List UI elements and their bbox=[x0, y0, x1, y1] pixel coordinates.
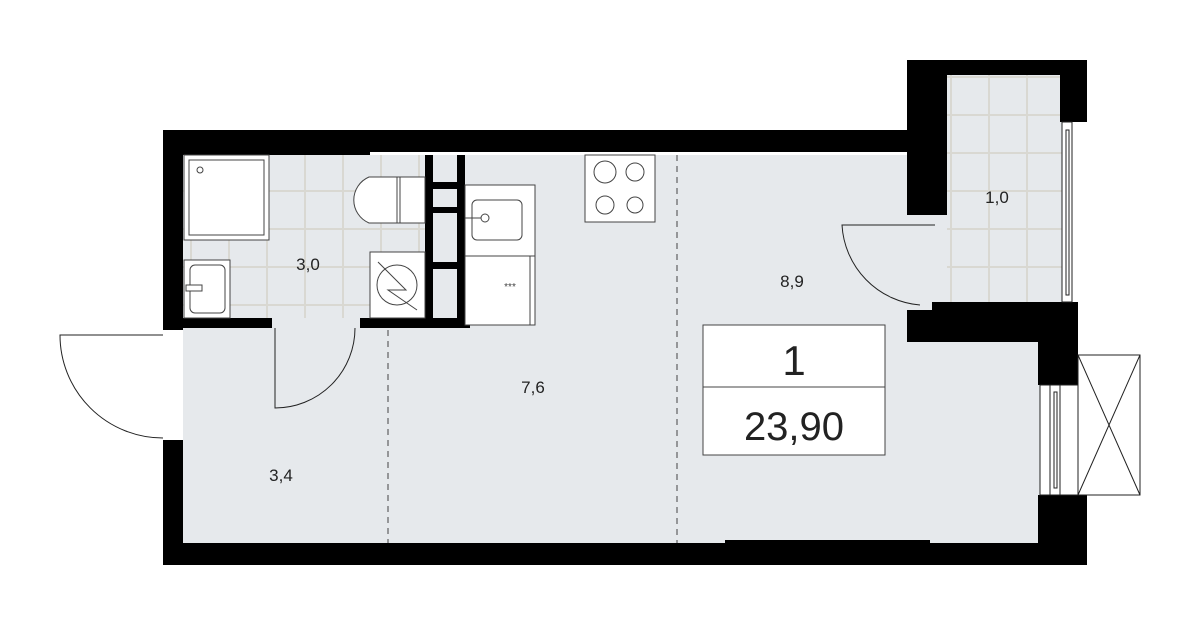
walls bbox=[163, 60, 1087, 565]
window-right bbox=[1039, 384, 1079, 496]
summary-box: 1 23,90 bbox=[702, 324, 886, 456]
bathroom-sink-icon bbox=[183, 259, 231, 319]
kitchen-counter: *** bbox=[464, 184, 536, 326]
entrance-door bbox=[59, 334, 164, 439]
balcony-floor bbox=[947, 75, 1062, 302]
water-heater-icon bbox=[369, 251, 426, 319]
room-area-living-room: 8,9 bbox=[780, 272, 804, 291]
bathroom-door bbox=[274, 327, 356, 409]
room-area-balcony: 1,0 bbox=[985, 188, 1009, 207]
rooms-count: 1 bbox=[782, 337, 805, 384]
room-area-bathroom: 3,0 bbox=[296, 255, 320, 274]
room-area-hallway: 3,4 bbox=[269, 466, 293, 485]
shower-icon bbox=[183, 154, 270, 241]
balcony-window bbox=[1061, 121, 1073, 303]
svg-text:***: *** bbox=[504, 282, 516, 293]
balcony-door bbox=[841, 224, 935, 306]
zone-dividers bbox=[387, 155, 678, 543]
toilet-icon bbox=[353, 176, 426, 224]
total-area: 23,90 bbox=[744, 405, 844, 449]
room-area-kitchen: 7,6 bbox=[521, 378, 545, 397]
ventilation-box bbox=[1077, 354, 1141, 496]
cooktop-icon bbox=[584, 154, 656, 223]
